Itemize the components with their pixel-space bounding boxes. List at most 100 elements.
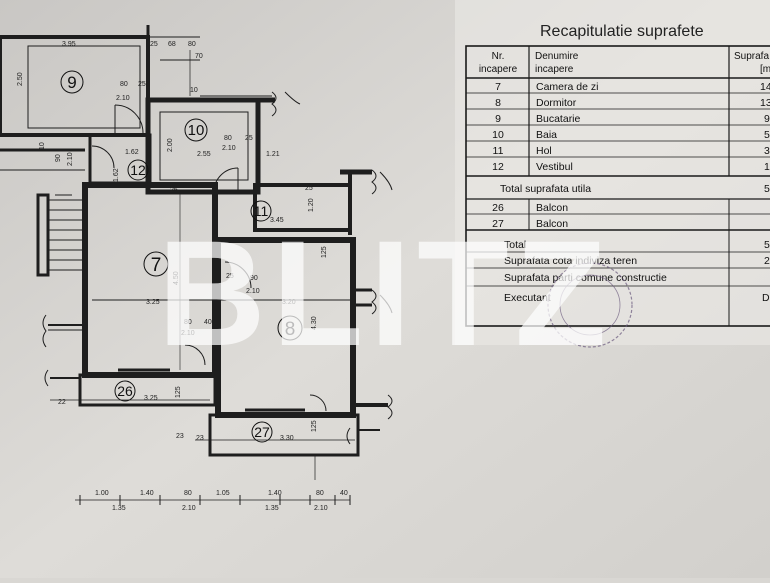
dim-left-b: 90 — [55, 154, 62, 162]
row-name-11: Hol — [536, 145, 552, 157]
header-nr-line1: Nr. — [492, 51, 505, 62]
dim-r10-right: 1.21 — [266, 151, 280, 158]
total-value: 5 — [764, 239, 770, 251]
dim-bottom-low-2: 2.10 — [182, 505, 196, 512]
balcony-27-walls — [208, 413, 360, 457]
header-den-line1: Denumire — [535, 51, 579, 62]
dim-r26-left: 22 — [58, 399, 66, 406]
dim-r12-c: 25 — [170, 187, 178, 194]
total-util-value: 5 — [764, 183, 770, 195]
row-nr-9: 9 — [495, 113, 501, 125]
row-sup-9: 9 — [764, 113, 770, 125]
dim-bottom-top-1: 1.00 — [95, 490, 109, 497]
dim-bottom-top-7: 40 — [340, 490, 348, 497]
dim-r10-w: 2.55 — [197, 151, 211, 158]
dim-r11-c: 25 — [305, 185, 313, 192]
row-name-8: Dormitor — [536, 97, 577, 109]
header-sup-line2: [m — [760, 64, 770, 75]
dim-bottom-top-5: 1.40 — [268, 490, 282, 497]
dim-bottom-top-3: 80 — [184, 490, 192, 497]
header-nr-line2: incapere — [479, 64, 518, 75]
cota-label: Suprafata cota indiviza teren — [504, 255, 637, 267]
dim-r12-b: 1.62 — [113, 168, 120, 182]
dim-r8-side: 125 — [321, 246, 328, 258]
row-nr-27: 27 — [492, 218, 504, 230]
total-label: Total — [504, 239, 526, 251]
header-den-line2: incapere — [535, 64, 574, 75]
room-label-7: 7 — [151, 255, 162, 276]
row-name-9: Bucatarie — [536, 113, 581, 125]
staircase — [36, 193, 85, 277]
dim-r11-b: 1.20 — [308, 198, 315, 212]
dim-door9-c: 25 — [138, 81, 146, 88]
dim-bottom-low-4: 2.10 — [314, 505, 328, 512]
dim-top-c: 80 — [188, 41, 196, 48]
floor-plan — [0, 25, 393, 505]
row-nr-7: 7 — [495, 81, 501, 93]
row-sup-7: 14 — [760, 81, 770, 93]
dim-r27-w: 3.30 — [280, 435, 294, 442]
dim-r7-w: 3.25 — [146, 299, 160, 306]
dim-r11-a: 3.45 — [270, 217, 284, 224]
dim-door9-b: 2.10 — [116, 95, 130, 102]
dim-door7-a: 80 — [184, 319, 192, 326]
room-label-8: 8 — [285, 319, 296, 340]
room-label-12: 12 — [130, 162, 146, 178]
dim-bottom-low-3: 1.35 — [265, 505, 279, 512]
row-sup-11: 3 — [764, 145, 770, 157]
row-nr-8: 8 — [495, 97, 501, 109]
dim-top-a: 25 — [150, 41, 158, 48]
dim-r26-side: 125 — [175, 386, 182, 398]
executant-label: Executant — [504, 292, 551, 304]
watermark-text: BLITZ — [158, 209, 613, 377]
dim-top-b: 68 — [168, 41, 176, 48]
dim-r8-w: 3.20 — [282, 299, 296, 306]
dim-r27-left: 23 — [176, 433, 184, 440]
dim-bottom-top-2: 1.40 — [140, 490, 154, 497]
dim-mid-b: 90 — [250, 275, 258, 282]
dim-r27-side: 125 — [311, 420, 318, 432]
summary-table: Recapitulatie suprafete — [465, 23, 770, 348]
room-label-11: 11 — [254, 203, 269, 219]
row-name-26: Balcon — [536, 202, 568, 214]
dim-top-d: 70 — [195, 53, 203, 60]
row-nr-10: 10 — [492, 129, 504, 141]
dim-r10-h: 2.00 — [167, 138, 174, 152]
dim-mid-a: 25 — [226, 273, 234, 280]
table-title: Recapitulatie suprafete — [540, 23, 704, 40]
dim-door7-b: 2.10 — [181, 330, 195, 337]
row-sup-12: 1 — [764, 161, 770, 173]
dim-left-a: 10 — [39, 142, 46, 150]
dim-bottom-top-4: 1.05 — [216, 490, 230, 497]
executant-value: D — [762, 292, 770, 304]
dim-door10-b: 2.10 — [222, 145, 236, 152]
row-nr-26: 26 — [492, 202, 504, 214]
dim-door9-a: 80 — [120, 81, 128, 88]
dim-r8-h: 4.30 — [311, 316, 318, 330]
dim-r26-w: 3.25 — [144, 395, 158, 402]
room-label-10: 10 — [188, 122, 205, 139]
row-name-10: Baia — [536, 129, 557, 141]
dim-door7-c: 40 — [204, 319, 212, 326]
row-sup-8: 13 — [760, 97, 770, 109]
header-sup-line1: Suprafa — [734, 51, 769, 62]
room-label-27: 27 — [254, 424, 270, 440]
dim-r7-h: 4.50 — [173, 271, 180, 285]
dim-door10-c: 25 — [245, 135, 253, 142]
room-label-26: 26 — [117, 383, 133, 399]
row-name-27: Balcon — [536, 218, 568, 230]
dim-r9-width: 3.95 — [62, 41, 76, 48]
cota-value: 2 — [764, 255, 770, 267]
room-labels: 9 10 12 11 7 8 26 27 — [60, 70, 303, 443]
total-util-label: Total suprafata utila — [500, 183, 591, 195]
row-nr-12: 12 — [492, 161, 504, 173]
dim-r27-b: 23 — [196, 435, 204, 442]
dim-bottom-low-1: 1.35 — [112, 505, 126, 512]
row-name-12: Vestibul — [536, 161, 573, 173]
row-nr-11: 11 — [493, 145, 504, 157]
dim-door10-a: 80 — [224, 135, 232, 142]
dim-left-c: 2.10 — [67, 152, 74, 166]
row-sup-10: 5 — [764, 129, 770, 141]
dim-r12-a: 1.62 — [125, 149, 139, 156]
room-label-9: 9 — [67, 73, 76, 92]
